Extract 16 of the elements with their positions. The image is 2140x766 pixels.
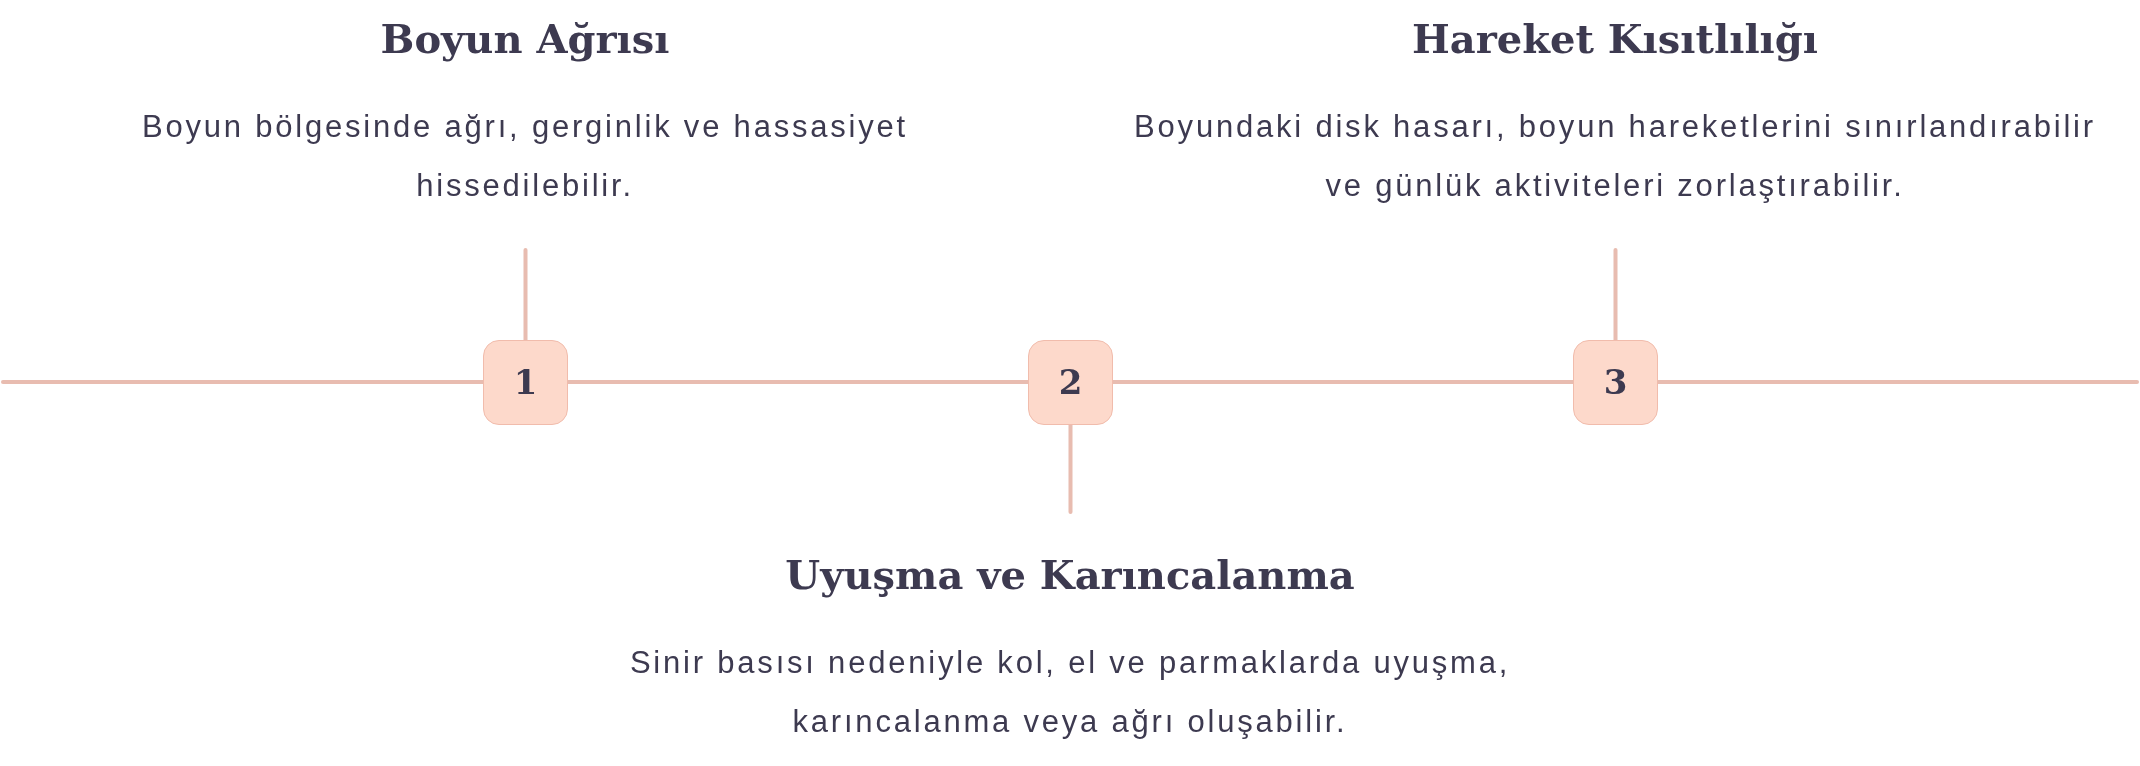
step-title: Uyuşma ve Karıncalanma xyxy=(785,550,1355,600)
step-number-badge: 3 xyxy=(1573,340,1658,425)
step-number-badge: 1 xyxy=(483,340,568,425)
step-number-badge: 2 xyxy=(1028,340,1113,425)
connector-line xyxy=(523,248,528,342)
step-title: Hareket Kısıtlılığı xyxy=(1412,14,1818,64)
step-description: Boyun bölgesinde ağrı, gerginlik ve hassasiyet hissedilebilir. xyxy=(141,108,909,205)
connector-line xyxy=(1656,380,2139,384)
connector-line xyxy=(566,380,1030,384)
step-description: Boyundaki disk hasarı, boyun hareketlerini sınırlandırabilir ve günlük aktiviteleri zorlaştırabilir. xyxy=(1133,108,2097,205)
connector-line xyxy=(1068,423,1073,514)
step-title: Boyun Ağrısı xyxy=(380,14,670,64)
connector-line xyxy=(1613,248,1618,342)
connector-line xyxy=(1,380,485,384)
step-description: Sinir basısı nedeniyle kol, el ve parmaklarda uyuşma, karıncalanma veya ağrı oluşabilir. xyxy=(628,644,1512,741)
connector-line xyxy=(1111,380,1575,384)
